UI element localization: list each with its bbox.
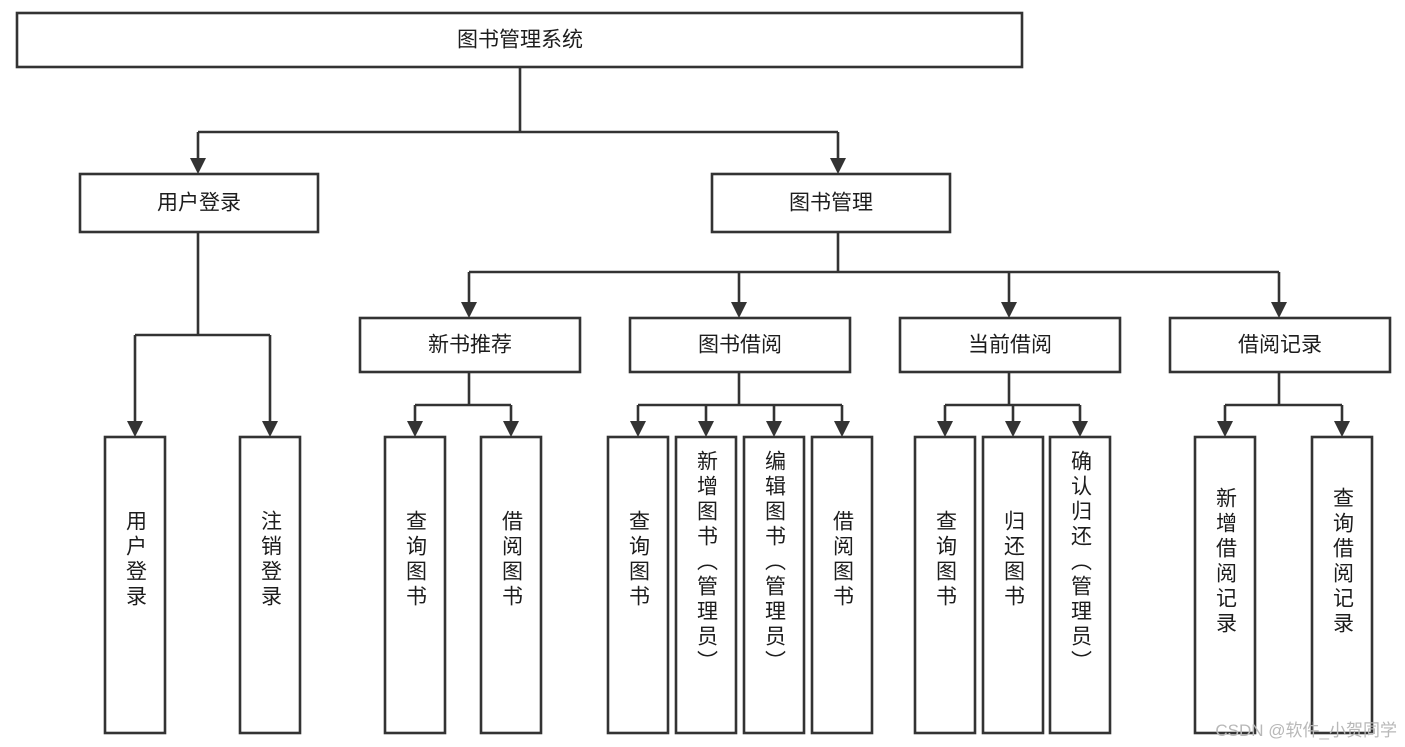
node-user-login-box — [78, 172, 320, 234]
leaf-node-add-book-admin-label: 新增图书（管理员） — [695, 450, 719, 675]
leaf-node-logout-label: 注销登录 — [259, 510, 283, 610]
arrowhead-borrow-to-leaf4 — [834, 421, 850, 437]
arrowhead-book-to-m3 — [1001, 302, 1017, 318]
leaf-node-query-book-rec-box — [383, 435, 447, 735]
node-book-management-label: 图书管理 — [789, 192, 873, 215]
arrowhead-newbook-to-leaf1 — [407, 421, 423, 437]
leaf-node-query-book-borrow-label: 查询图书 — [627, 510, 651, 610]
arrowhead-root-to-book — [830, 158, 846, 174]
leaf-node-confirm-return-admin-box — [1048, 435, 1112, 735]
leaf-node-add-book-admin[interactable]: 新增图书（管理员） — [674, 435, 738, 735]
arrowhead-record-to-leaf1 — [1217, 421, 1233, 437]
leaf-node-query-book-borrow-box — [606, 435, 670, 735]
leaf-node-logout[interactable]: 注销登录 — [238, 435, 302, 735]
leaf-node-user-login[interactable]: 用户登录 — [103, 435, 167, 735]
node-new-book-recommend[interactable]: 新书推荐 — [358, 316, 582, 374]
leaf-node-query-borrow-record[interactable]: 查询借阅记录 — [1310, 435, 1374, 735]
node-borrow-record-box — [1168, 316, 1392, 374]
leaf-node-user-login-box — [103, 435, 167, 735]
node-user-login[interactable]: 用户登录 — [78, 172, 320, 234]
leaf-node-return-book-box — [981, 435, 1045, 735]
leaf-node-return-book-label: 归还图书 — [1002, 510, 1026, 610]
arrowhead-book-to-m2 — [731, 302, 747, 318]
node-borrow-record[interactable]: 借阅记录 — [1168, 316, 1392, 374]
node-borrow-record-label: 借阅记录 — [1238, 334, 1322, 357]
arrowhead-borrow-to-leaf3 — [766, 421, 782, 437]
node-current-borrow-box — [898, 316, 1122, 374]
leaf-node-borrow-book-borrow-box — [810, 435, 874, 735]
node-root-system-label: 图书管理系统 — [457, 29, 583, 52]
leaf-node-user-login-label: 用户登录 — [124, 510, 148, 610]
arrowhead-record-to-leaf2 — [1334, 421, 1350, 437]
leaf-node-add-borrow-record[interactable]: 新增借阅记录 — [1193, 435, 1257, 735]
leaf-node-edit-book-admin-label: 编辑图书（管理员） — [763, 450, 787, 675]
arrowhead-current-to-leaf2 — [1005, 421, 1021, 437]
connector-group-borrow — [630, 372, 850, 437]
node-current-borrow-label: 当前借阅 — [968, 334, 1052, 357]
leaf-node-edit-book-admin[interactable]: 编辑图书（管理员） — [742, 435, 806, 735]
arrowhead-user-to-leaf1 — [127, 421, 143, 437]
leaf-node-query-book-current-label: 查询图书 — [934, 510, 958, 610]
connector-group-root — [190, 67, 846, 174]
csdn-watermark: CSDN @软件_小贺同学 — [1215, 721, 1397, 740]
node-book-borrow[interactable]: 图书借阅 — [628, 316, 852, 374]
leaf-node-return-book[interactable]: 归还图书 — [981, 435, 1045, 735]
leaf-node-edit-book-admin-box — [742, 435, 806, 735]
node-book-borrow-label: 图书借阅 — [698, 334, 782, 357]
node-new-book-recommend-label: 新书推荐 — [428, 334, 512, 357]
arrowhead-borrow-to-leaf2 — [698, 421, 714, 437]
leaf-node-borrow-book-borrow-label: 借阅图书 — [831, 510, 855, 610]
leaf-node-query-borrow-record-label: 查询借阅记录 — [1331, 487, 1355, 637]
leaf-node-query-book-current[interactable]: 查询图书 — [913, 435, 977, 735]
arrowhead-current-to-leaf1 — [937, 421, 953, 437]
connector-group-new-book — [407, 372, 519, 437]
leaf-node-query-book-borrow[interactable]: 查询图书 — [606, 435, 670, 735]
leaf-node-query-borrow-record-box — [1310, 435, 1374, 735]
node-book-management[interactable]: 图书管理 — [710, 172, 952, 234]
leaf-node-query-book-current-box — [913, 435, 977, 735]
leaf-node-borrow-book-rec-label: 借阅图书 — [500, 510, 524, 610]
leaf-node-add-book-admin-box — [674, 435, 738, 735]
arrowhead-user-to-leaf2 — [262, 421, 278, 437]
node-book-management-box — [710, 172, 952, 234]
leaf-node-borrow-book-borrow[interactable]: 借阅图书 — [810, 435, 874, 735]
arrowhead-borrow-to-leaf1 — [630, 421, 646, 437]
arrowhead-newbook-to-leaf2 — [503, 421, 519, 437]
node-root-system-box — [15, 11, 1024, 69]
leaf-node-add-borrow-record-box — [1193, 435, 1257, 735]
leaf-node-query-book-rec[interactable]: 查询图书 — [383, 435, 447, 735]
leaf-node-confirm-return-admin-label: 确认归还（管理员） — [1069, 450, 1093, 675]
connector-group-book-manage — [461, 232, 1287, 318]
leaf-node-confirm-return-admin[interactable]: 确认归还（管理员） — [1048, 435, 1112, 735]
node-root-system[interactable]: 图书管理系统 — [15, 11, 1024, 69]
node-current-borrow[interactable]: 当前借阅 — [898, 316, 1122, 374]
connector-group-current — [937, 372, 1088, 437]
node-book-borrow-box — [628, 316, 852, 374]
leaf-node-logout-box — [238, 435, 302, 735]
leaf-node-query-book-rec-label: 查询图书 — [404, 510, 428, 610]
node-user-login-label: 用户登录 — [157, 192, 241, 215]
node-new-book-recommend-box — [358, 316, 582, 374]
leaf-node-borrow-book-rec[interactable]: 借阅图书 — [479, 435, 543, 735]
leaf-node-add-borrow-record-label: 新增借阅记录 — [1214, 487, 1238, 637]
arrowhead-root-to-user — [190, 158, 206, 174]
connector-group-user-login — [127, 232, 278, 437]
arrowhead-book-to-m1 — [461, 302, 477, 318]
arrowhead-current-to-leaf3 — [1072, 421, 1088, 437]
arrowhead-book-to-m4 — [1271, 302, 1287, 318]
connector-group-record — [1217, 372, 1350, 437]
leaf-node-borrow-book-rec-box — [479, 435, 543, 735]
